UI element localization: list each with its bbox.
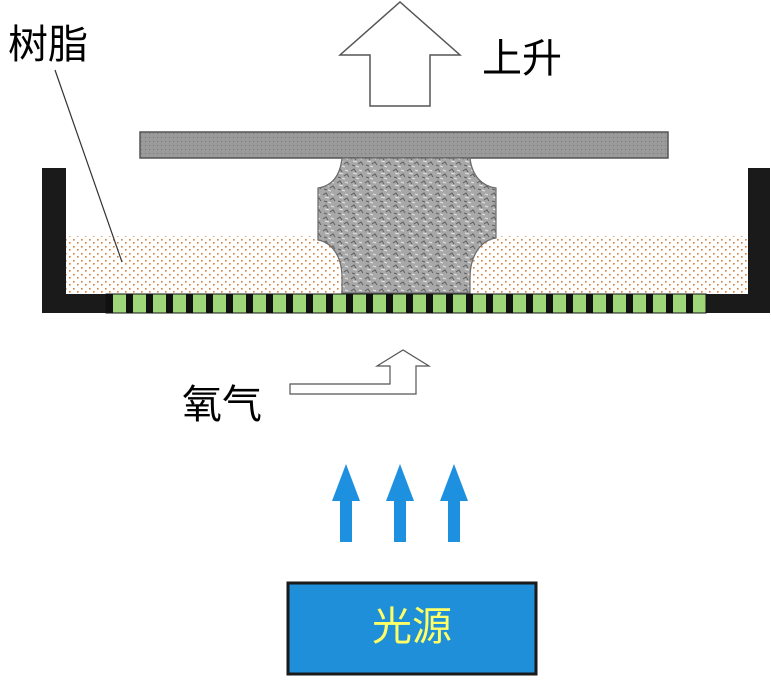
light-arrow	[386, 464, 414, 542]
oxygen-permeable-window	[105, 293, 707, 314]
rise-arrow	[338, 0, 462, 107]
resin-vat-right-wall	[706, 168, 770, 313]
light-arrows	[332, 464, 468, 542]
rise-label: 上升	[482, 36, 562, 82]
light-arrow	[440, 464, 468, 542]
oxygen-label: 氧气	[182, 382, 262, 428]
light-source-label: 光源	[372, 604, 452, 650]
printed-part	[317, 157, 497, 294]
light-arrow	[332, 464, 360, 542]
light-source-box	[286, 581, 538, 676]
resin-pointer-line	[54, 69, 123, 263]
oxygen-flow-arrow	[289, 349, 432, 395]
build-platform	[139, 131, 669, 159]
resin-vat	[42, 168, 106, 313]
resin-label: 树脂	[8, 22, 88, 68]
